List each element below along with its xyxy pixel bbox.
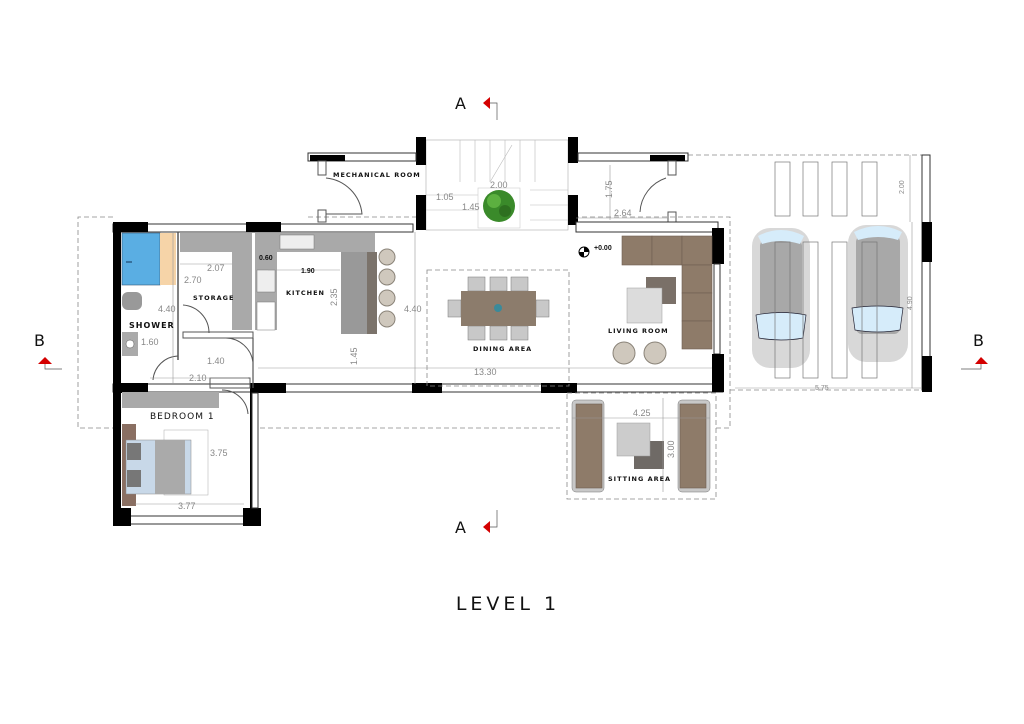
section-arrow-icon bbox=[483, 97, 490, 109]
dim-bedroom-height: 3.75 bbox=[210, 448, 228, 458]
section-marker-b-left: B bbox=[34, 331, 62, 370]
dim-stair-a: 1.05 bbox=[436, 192, 454, 202]
shower-tray bbox=[121, 232, 161, 286]
dim-mid-height: 4.40 bbox=[404, 304, 422, 314]
dim-garage-height: 4.90 bbox=[907, 296, 914, 310]
plant-icon bbox=[483, 190, 515, 222]
dim-entry-width: 2.64 bbox=[614, 208, 632, 218]
svg-text:A: A bbox=[455, 518, 466, 537]
label-living-room: LIVING ROOM bbox=[608, 327, 669, 335]
dim-garage-width: 5.75 bbox=[815, 385, 829, 392]
coffee-table bbox=[626, 287, 663, 324]
plan-title: LEVEL 1 bbox=[456, 593, 560, 615]
dim-bedroom-width: 3.77 bbox=[178, 501, 196, 511]
roof-outline bbox=[77, 154, 922, 429]
dim-entry-height: 1.75 bbox=[604, 180, 614, 198]
dim-hall-width: 1.40 bbox=[207, 356, 225, 366]
bed-icon bbox=[122, 424, 209, 506]
dim-garage-top: 2.00 bbox=[899, 180, 906, 194]
storage-shelf bbox=[180, 233, 252, 252]
toilet-icon bbox=[122, 292, 142, 310]
dimension-lines bbox=[135, 155, 922, 505]
label-bedroom: BEDROOM 1 bbox=[150, 412, 215, 422]
label-shower: SHOWER bbox=[129, 321, 175, 330]
kitchen-counter bbox=[255, 233, 375, 252]
dim-stair-width: 2.00 bbox=[490, 180, 508, 190]
dim-kitchen-height: 2.35 bbox=[329, 288, 339, 306]
dim-counter: 0.60 bbox=[259, 255, 273, 262]
svg-text:B: B bbox=[973, 331, 984, 350]
dim-total-width: 13.30 bbox=[474, 367, 497, 377]
section-arrow-icon bbox=[483, 521, 490, 533]
dim-sitting-width: 4.25 bbox=[633, 408, 651, 418]
level-marker-icon bbox=[578, 246, 590, 258]
svg-text:B: B bbox=[34, 331, 45, 350]
section-arrow-icon bbox=[975, 357, 988, 364]
armchair-icon bbox=[612, 341, 636, 365]
wardrobe bbox=[122, 392, 219, 408]
stool-icon bbox=[378, 248, 396, 266]
dim-storage-height: 2.70 bbox=[184, 275, 202, 285]
sitting-sofas bbox=[571, 399, 711, 493]
dim-sitting-height: 3.00 bbox=[666, 440, 676, 458]
section-marker-a-bottom: A bbox=[455, 510, 498, 537]
label-sitting-area: SITTING AREA bbox=[608, 475, 671, 483]
sitting-area-outline bbox=[566, 392, 717, 500]
section-arrow-icon bbox=[38, 357, 52, 364]
kitchen-sink-icon bbox=[279, 234, 315, 250]
label-storage: STORAGE bbox=[193, 294, 234, 302]
label-dining-area: DINING AREA bbox=[473, 345, 532, 353]
dim-kitchen-gap: 1.45 bbox=[349, 347, 359, 365]
dim-kitchen-width: 1.90 bbox=[301, 268, 315, 275]
bench bbox=[160, 233, 176, 285]
stove-icon bbox=[256, 269, 276, 293]
section-marker-b-right: B bbox=[961, 331, 988, 370]
dim-stair-b: 1.45 bbox=[462, 202, 480, 212]
dim-storage-width: 2.07 bbox=[207, 263, 225, 273]
level-mark: +0.00 bbox=[594, 245, 612, 252]
parking-stripes bbox=[774, 161, 878, 217]
dim-hall-b: 2.10 bbox=[189, 373, 207, 383]
sectional-sofa bbox=[621, 235, 713, 350]
section-marker-a-top: A bbox=[455, 94, 498, 120]
sitting-table bbox=[616, 422, 651, 457]
dim-shower-width: 1.60 bbox=[141, 337, 159, 347]
label-mechanical-room: MECHANICAL ROOM bbox=[333, 171, 421, 179]
dim-left-height: 4.40 bbox=[158, 304, 176, 314]
kitchen-island bbox=[341, 252, 367, 334]
stairs bbox=[425, 139, 569, 231]
label-kitchen: KITCHEN bbox=[286, 289, 325, 297]
car-icon bbox=[848, 225, 908, 362]
dining-area-outline bbox=[426, 269, 570, 387]
car-icon bbox=[752, 228, 810, 368]
svg-text:A: A bbox=[455, 94, 466, 113]
